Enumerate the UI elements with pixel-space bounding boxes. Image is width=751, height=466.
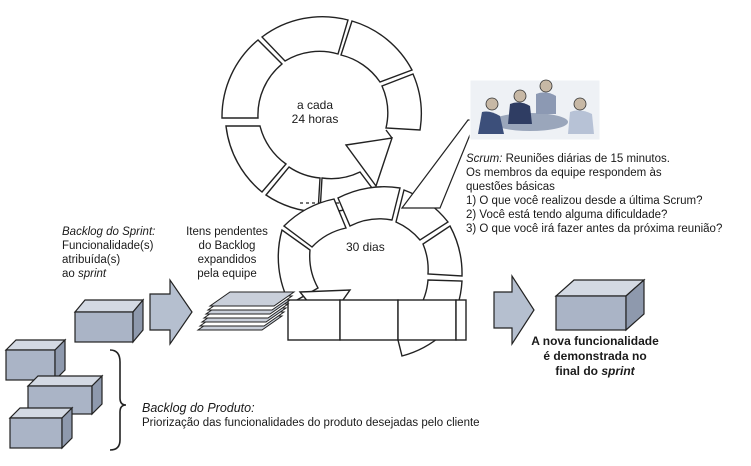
- sprint-backlog-line3-italic: sprint: [78, 268, 107, 280]
- sprint-cycle-label: 30 dias: [346, 240, 385, 254]
- product-backlog-boxes: [4, 338, 104, 450]
- sprint-backlog-title: Backlog do Sprint:: [62, 226, 156, 238]
- pending-items-line4: pela equipe: [197, 268, 257, 280]
- scrum-note-title-rest: Reuniões diárias de 15 minutos.: [502, 153, 670, 165]
- daily-cycle-label: a cada 24 horas: [290, 98, 340, 126]
- sprint-backlog-line3-prefix: ao: [62, 268, 78, 280]
- scrum-question-1: 1) O que você realizou desde a última Sc…: [466, 195, 703, 207]
- scrum-question-2: 2) Você está tendo alguma dificuldade?: [466, 209, 668, 221]
- daily-cycle-label-line2: 24 horas: [291, 112, 339, 126]
- arrow-to-pending-items: [149, 278, 193, 346]
- scrum-note-line2: Os membros da equipe respondem às: [466, 167, 662, 179]
- pending-items-label: Itens pendentes do Backlog expandidos pe…: [182, 225, 272, 281]
- pending-items-stack: [196, 291, 296, 331]
- pending-items-line3: expandidos: [197, 254, 257, 266]
- scrum-note-line3: questões básicas: [466, 181, 555, 193]
- product-backlog-title: Backlog do Produto:: [142, 401, 255, 415]
- new-feature-line1: A nova funcionalidade: [531, 334, 659, 348]
- sprint-backlog-line3: ao sprint: [62, 267, 155, 281]
- sprint-base-blocks: [287, 299, 467, 341]
- new-feature-line3-prefix: final do: [555, 364, 602, 378]
- new-feature-label: A nova funcionalidade é demonstrada no f…: [520, 334, 670, 379]
- new-feature-line3-italic: sprint: [601, 364, 635, 378]
- scrum-question-3: 3) O que você irá fazer antes da próxima…: [466, 223, 723, 235]
- product-backlog-label: Backlog do Produto: Priorização das func…: [142, 400, 480, 430]
- daily-cycle-label-line1: a cada: [296, 98, 334, 112]
- new-feature-box: [554, 278, 646, 332]
- scrum-meeting-illustration: [400, 79, 601, 209]
- sprint-backlog-line2: atribuída(s): [62, 254, 121, 266]
- daily-cycle-ring: [221, 15, 423, 213]
- scrum-meeting-note: Scrum: Reuniões diárias de 15 minutos. O…: [466, 152, 722, 236]
- sprint-backlog-box: [73, 298, 145, 344]
- product-backlog-brace: [109, 349, 127, 451]
- pending-items-line1: Itens pendentes: [186, 226, 268, 238]
- arrow-to-new-feature: [493, 273, 535, 347]
- scrum-note-title-italic: Scrum:: [466, 153, 503, 165]
- daily-cycle-arrowhead: [344, 129, 394, 188]
- product-backlog-description: Priorização das funcionalidades do produ…: [142, 417, 480, 429]
- pending-items-line2: do Backlog: [198, 240, 256, 252]
- sprint-backlog-label: Backlog do Sprint: Funcionalidade(s) atr…: [62, 225, 155, 281]
- new-feature-line2: é demonstrada no: [543, 349, 647, 363]
- sprint-backlog-line1: Funcionalidade(s): [62, 240, 154, 252]
